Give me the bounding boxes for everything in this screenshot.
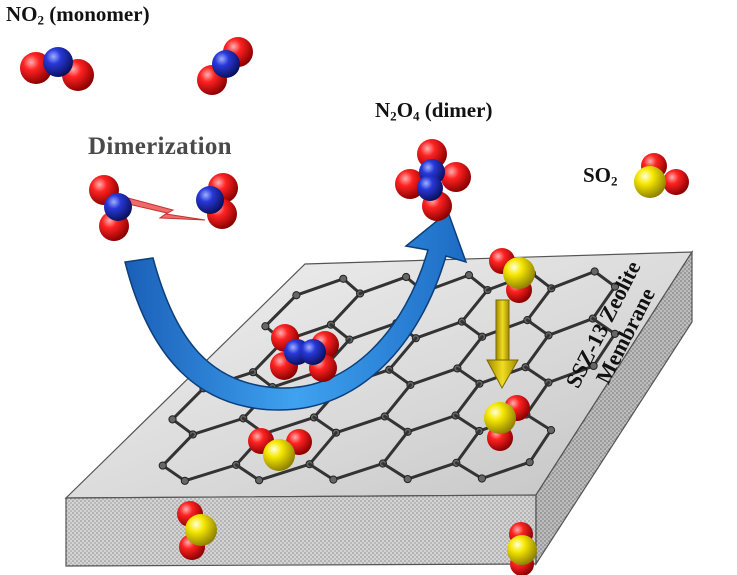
lattice-bond	[263, 293, 298, 328]
lattice-bond	[460, 320, 484, 339]
lattice-bond	[234, 463, 261, 482]
lattice-node	[546, 425, 556, 435]
lattice-node	[255, 476, 264, 485]
lattice-bond	[161, 432, 195, 468]
lattice-bond	[523, 333, 551, 369]
dimerization-label: Dimerization	[88, 133, 232, 160]
lattice-bond	[592, 332, 617, 368]
no2-molecule	[197, 37, 253, 95]
lattice-bond	[257, 462, 312, 482]
no2-molecule	[196, 173, 238, 229]
lattice-bond	[528, 428, 553, 464]
so2-molecule	[507, 522, 537, 575]
lattice-bond	[308, 431, 338, 466]
lattice-bond	[455, 335, 484, 370]
lattice-bond	[454, 429, 481, 465]
no2-molecule	[20, 47, 94, 91]
lattice-bond	[460, 288, 490, 324]
membrane-front-face	[65, 494, 537, 567]
permeation-arrow	[486, 299, 519, 390]
lattice-bond	[591, 285, 617, 321]
lattice-bond	[524, 381, 550, 417]
lattice-node	[610, 329, 620, 338]
lattice-bond	[455, 366, 481, 386]
lattice-bond	[381, 462, 410, 481]
lattice-bond	[591, 317, 617, 336]
so2-molecule	[177, 501, 217, 560]
lattice-bond	[406, 413, 458, 434]
lattice-bond	[414, 320, 464, 340]
lattice-bond	[480, 460, 532, 480]
lattice-bond	[171, 386, 205, 421]
lattice-bond	[161, 464, 187, 483]
lattice-bond	[183, 463, 238, 483]
so2-molecule	[484, 395, 530, 451]
lattice-node	[261, 322, 270, 331]
lattice-node	[589, 361, 598, 371]
so2-label: SO2	[583, 163, 618, 189]
lattice-bond	[408, 366, 459, 387]
lattice-bond	[171, 417, 195, 436]
so2-molecule	[248, 428, 312, 471]
lattice-bond	[308, 462, 335, 482]
lattice-bond	[523, 365, 550, 385]
lattice-node	[329, 475, 338, 484]
lattice-bond	[546, 364, 596, 385]
lattice-bond	[381, 430, 410, 466]
lattice-bond	[547, 317, 595, 337]
n2o4-molecule	[395, 139, 471, 221]
lattice-node	[477, 474, 487, 483]
lattice-bond	[454, 382, 481, 417]
lattice-bond	[406, 461, 458, 481]
lattice-node	[158, 461, 167, 470]
lattice-bond	[383, 383, 412, 418]
no2-monomer-label: NO2 (monomer)	[6, 2, 150, 28]
lattice-node	[590, 267, 599, 276]
lattice-node	[403, 474, 412, 484]
lattice-bond	[454, 413, 481, 433]
lattice-bond	[525, 286, 553, 322]
lattice-bond	[525, 318, 551, 337]
lattice-bond	[331, 462, 385, 482]
lattice-bond	[383, 414, 410, 434]
lattice-node	[180, 476, 189, 485]
lattice-node	[525, 458, 534, 467]
lattice-bond	[358, 275, 408, 295]
lattice-bond	[334, 414, 387, 435]
lattice-node	[292, 291, 301, 300]
lattice-node	[464, 271, 474, 280]
lattice-bond	[593, 270, 617, 289]
lattice-bond	[312, 415, 338, 435]
lattice-bond	[329, 291, 362, 327]
lattice-bond	[191, 416, 245, 436]
lattice-bond	[524, 413, 553, 432]
zeolite-membrane	[64, 249, 694, 567]
dimerization-arrow	[124, 210, 468, 411]
lattice-node	[402, 272, 411, 282]
lattice-node	[339, 274, 348, 283]
n2o4-dimer-label: N2O4 (dimer)	[375, 98, 493, 124]
lattice-bond	[454, 461, 484, 480]
membrane-right-face	[535, 249, 693, 567]
lattice-bond	[262, 415, 316, 436]
lattice-bond	[387, 368, 412, 387]
spark-icon	[127, 197, 206, 221]
lattice-bond	[549, 270, 597, 290]
no2-molecule	[89, 175, 132, 241]
lattice-bond	[294, 277, 345, 297]
n2o4-molecule	[270, 324, 339, 382]
so2-molecule	[634, 153, 689, 198]
lattice-bond	[387, 336, 418, 372]
so2-molecule	[489, 248, 535, 303]
lattice-node	[610, 282, 620, 291]
lattice-bond	[347, 321, 398, 342]
lattice-node	[168, 415, 177, 424]
